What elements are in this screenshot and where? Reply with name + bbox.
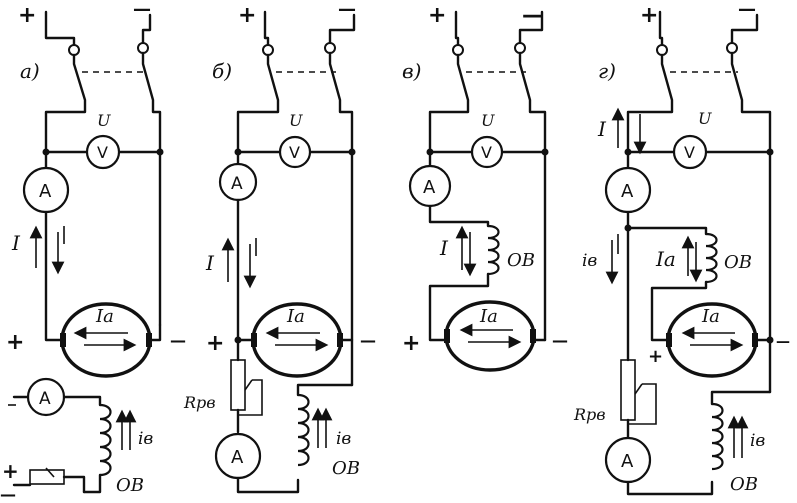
current-label-d: I	[597, 117, 607, 141]
motor-plus-a: +	[6, 330, 24, 355]
switch-blade-b	[236, 53, 280, 154]
motor-plus-b: +	[206, 331, 224, 356]
armature-current-label-a: Ia	[95, 306, 114, 327]
terminal-minus-c	[514, 42, 526, 54]
field-ammeter-label-b: A	[231, 447, 244, 468]
voltmeter-a	[85, 134, 121, 170]
field-current-label-d2: iв	[750, 431, 765, 451]
switch-blade-c	[428, 53, 470, 154]
terminal-minus-a	[137, 42, 149, 54]
panel-a: + — V U A I Ia + — A	[0, 0, 186, 503]
voltmeter-label-b: V	[289, 143, 300, 162]
field-plus-a: +	[2, 459, 19, 483]
field-rheostat-a	[29, 469, 65, 485]
supply-plus-a: +	[18, 3, 36, 28]
armature-current-label-b: Ia	[286, 306, 305, 327]
field-minus-a: —	[0, 485, 16, 503]
terminal-plus-a	[68, 44, 80, 56]
armature-label-top-d: Ia	[655, 247, 676, 271]
voltmeter-label-c: V	[481, 143, 492, 162]
armature-current-label-d: Ia	[701, 306, 720, 327]
current-label-a: I	[11, 231, 21, 255]
field-current-label-a: iв	[138, 429, 153, 449]
voltage-label-a: U	[97, 111, 111, 130]
ammeter-label-a: A	[39, 181, 52, 202]
panel-label-d: г)	[598, 59, 616, 83]
current-label-b: I	[205, 251, 215, 275]
field-winding-label-b: ОВ	[332, 458, 360, 479]
ammeter-label-c: A	[423, 177, 436, 198]
rheostat-label-b: Rрв	[183, 393, 216, 412]
supply-minus-d: —	[738, 0, 756, 20]
field-winding-label-d2: ОВ	[730, 474, 758, 495]
ammeter-label-d: A	[621, 181, 634, 202]
panel-d: + — V U I A ОВ Ia iв Ia	[573, 0, 790, 496]
switch-blade-a	[44, 53, 87, 154]
motor-minus-d: —	[776, 334, 790, 350]
field-winding-label-c: ОВ	[507, 250, 535, 271]
voltmeter-d	[672, 134, 708, 170]
panel-label-b: б)	[212, 59, 232, 83]
ammeter-label-b: A	[231, 174, 243, 194]
panel-label-a: а)	[20, 59, 40, 83]
voltage-label-c: U	[481, 111, 495, 130]
field-winding-d2	[711, 402, 724, 471]
switch-blade-d	[626, 53, 674, 154]
armature-current-label-c: Ia	[479, 306, 498, 327]
field-winding-b	[297, 393, 310, 467]
terminal-minus-d	[726, 42, 738, 54]
voltmeter-label-a: V	[97, 143, 108, 162]
terminal-plus-d	[656, 44, 668, 56]
supply-plus-d: +	[640, 3, 658, 28]
supply-minus-a: —	[133, 0, 151, 20]
motor-minus-a: —	[170, 331, 186, 350]
motor-plus-c: +	[402, 331, 420, 356]
current-label-c: I	[439, 236, 449, 260]
field-winding-label-a: ОВ	[116, 475, 144, 496]
voltmeter-b	[278, 135, 312, 169]
rheostat-label-d: Rрв	[573, 405, 606, 424]
field-rheostat-b	[230, 359, 246, 411]
supply-minus-c: —	[522, 3, 544, 28]
field-winding-d	[705, 232, 718, 284]
panel-b: + — V U A I Ia + —	[183, 0, 376, 494]
terminal-plus-b	[262, 44, 274, 56]
voltmeter-label-d: V	[684, 143, 695, 162]
supply-minus-b: —	[338, 0, 356, 20]
supply-plus-c: +	[428, 3, 446, 28]
field-winding-c	[487, 224, 500, 276]
terminal-minus-b	[324, 42, 336, 54]
field-ammeter-label-d: A	[621, 451, 634, 472]
voltmeter-c	[470, 135, 504, 169]
field-current-label-b: iв	[336, 429, 351, 449]
motor-minus-b: —	[360, 331, 376, 350]
field-winding-label-d: ОВ	[724, 252, 752, 273]
field-rheostat-d	[620, 359, 636, 421]
field-winding-a	[99, 403, 112, 477]
panel-label-c: в)	[402, 59, 421, 83]
supply-plus-b: +	[238, 3, 256, 28]
voltage-label-b: U	[289, 111, 303, 130]
motor-minus-c: —	[552, 331, 568, 350]
field-ammeter-label-a: A	[39, 389, 51, 409]
motor-plus-d: +	[648, 346, 663, 367]
voltage-label-d: U	[698, 109, 712, 128]
terminal-plus-c	[452, 44, 464, 56]
panel-c: + — V U A ОВ I Ia + — в)	[402, 3, 568, 372]
field-current-label-d1: iв	[582, 251, 597, 271]
